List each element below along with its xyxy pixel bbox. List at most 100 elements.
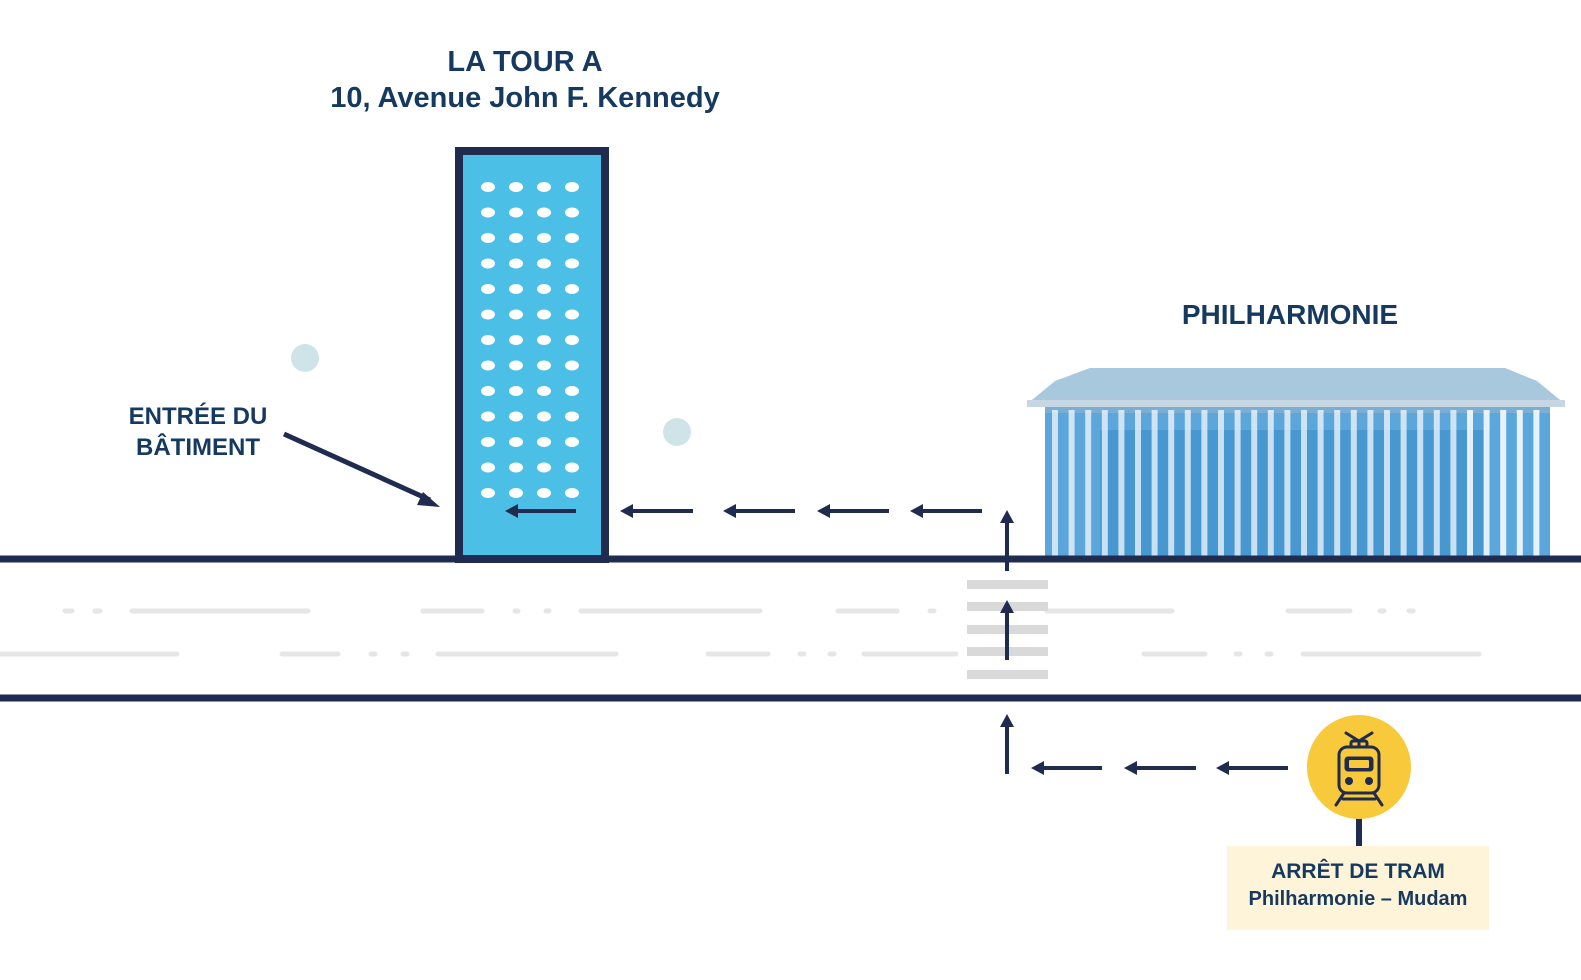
tram-stop-marker: [1307, 715, 1411, 848]
tower-window: [565, 182, 579, 192]
philharmonie-column: [1400, 410, 1407, 558]
philharmonie-column: [1317, 410, 1324, 558]
tower-window: [481, 233, 495, 243]
tower-window: [537, 182, 551, 192]
tower-window: [537, 360, 551, 371]
philharmonie-column: [1267, 410, 1274, 558]
tower-window: [537, 488, 551, 498]
philharmonie-column: [1135, 410, 1141, 558]
philharmonie-title: PHILHARMONIE: [1181, 299, 1399, 330]
philharmonie-column: [1151, 410, 1158, 558]
philharmonie-column: [1500, 410, 1507, 558]
tower-window: [565, 258, 579, 269]
philharmonie-column: [1301, 410, 1307, 558]
tower-window: [537, 386, 551, 396]
tower-window: [537, 437, 551, 447]
tower-window: [537, 411, 551, 422]
left-arrow-head: [1031, 761, 1044, 775]
tower-window: [537, 258, 551, 269]
tower-window: [565, 284, 579, 294]
tower-window: [509, 462, 523, 473]
tower-window: [509, 207, 523, 218]
road-dashes: [0, 608, 1482, 657]
philharmonie-column: [1433, 410, 1440, 558]
tower-name: LA TOUR A: [447, 46, 603, 78]
tower-window: [481, 411, 495, 422]
tower-window: [565, 488, 579, 498]
tower-window: [565, 437, 579, 447]
tower-title: LA TOUR A 10, Avenue John F. Kennedy: [300, 44, 750, 116]
tower-window: [509, 182, 523, 192]
philharmonie-column: [1284, 410, 1291, 558]
philharmonie-column: [1533, 410, 1540, 558]
left-arrow-head: [910, 504, 923, 518]
left-arrow-head: [620, 504, 633, 518]
entry-label-line1: ENTRÉE DU: [128, 403, 268, 430]
tower-window: [509, 437, 523, 447]
tower-window: [481, 335, 495, 345]
left-arrow-head: [1124, 761, 1137, 775]
tower-window: [509, 309, 523, 320]
philharmonie-column: [1516, 410, 1523, 558]
philharmonie-column: [1068, 410, 1075, 558]
tower-window: [481, 207, 495, 218]
tower-window: [537, 284, 551, 294]
tower-window: [509, 411, 523, 422]
philharmonie-column: [1052, 410, 1058, 558]
tower-window: [481, 488, 495, 498]
left-arrow-head: [505, 504, 518, 518]
philharmonie-column: [1367, 410, 1374, 558]
tram-icon: [1334, 731, 1384, 807]
tower-window: [565, 233, 579, 243]
philharmonie-column: [1384, 410, 1390, 558]
tower-window: [565, 462, 579, 473]
philharmonie-column: [1085, 410, 1092, 558]
tower-window: [481, 309, 495, 320]
tower-window: [481, 182, 495, 192]
tower-window: [565, 335, 579, 345]
tower-window: [537, 335, 551, 345]
up-arrow-head: [1000, 600, 1014, 613]
tower-address: 10, Avenue John F. Kennedy: [330, 82, 720, 114]
philharmonie-column: [1251, 410, 1258, 558]
entry-arrow: [282, 431, 440, 507]
entry-label: ENTRÉE DU BÂTIMENT: [108, 401, 288, 463]
tower-window: [481, 437, 495, 447]
philharmonie-column: [1350, 410, 1357, 558]
philharmonie-column: [1118, 410, 1125, 558]
philharmonie-column: [1467, 410, 1473, 558]
tower-window: [509, 488, 523, 498]
left-arrow-head: [723, 504, 736, 518]
tower-window: [537, 309, 551, 320]
tower-window: [481, 284, 495, 294]
tower-window: [481, 386, 495, 396]
philharmonie-building: [1027, 368, 1565, 558]
tram-stop-name: Philharmonie – Mudam: [1248, 888, 1468, 910]
tram-stop-label: ARRÊT DE TRAM Philharmonie – Mudam: [1227, 846, 1489, 930]
tower-window: [509, 335, 523, 345]
philharmonie-column: [1218, 410, 1224, 558]
philharmonie-column: [1417, 410, 1424, 558]
philharmonie-column: [1184, 410, 1191, 558]
tower-window: [509, 258, 523, 269]
decorative-circle: [663, 418, 691, 446]
tower-window: [565, 386, 579, 396]
tower-window: [509, 284, 523, 294]
philharmonie-columns: [1052, 410, 1540, 558]
entry-label-line2: BÂTIMENT: [136, 434, 260, 461]
tower-window: [537, 462, 551, 473]
tower-window: [565, 411, 579, 422]
tower-window: [509, 386, 523, 396]
left-arrow-head: [1216, 761, 1229, 775]
philharmonie-column: [1483, 410, 1490, 558]
road: [0, 555, 1581, 702]
up-arrow-head: [1000, 510, 1014, 523]
philharmonie-column: [1334, 410, 1341, 558]
tower-window: [565, 360, 579, 371]
left-arrow-head: [817, 504, 830, 518]
philharmonie-column: [1201, 410, 1208, 558]
tower-window: [565, 309, 579, 320]
tower-window: [509, 360, 523, 371]
tower-window: [537, 207, 551, 218]
tower-window: [481, 462, 495, 473]
